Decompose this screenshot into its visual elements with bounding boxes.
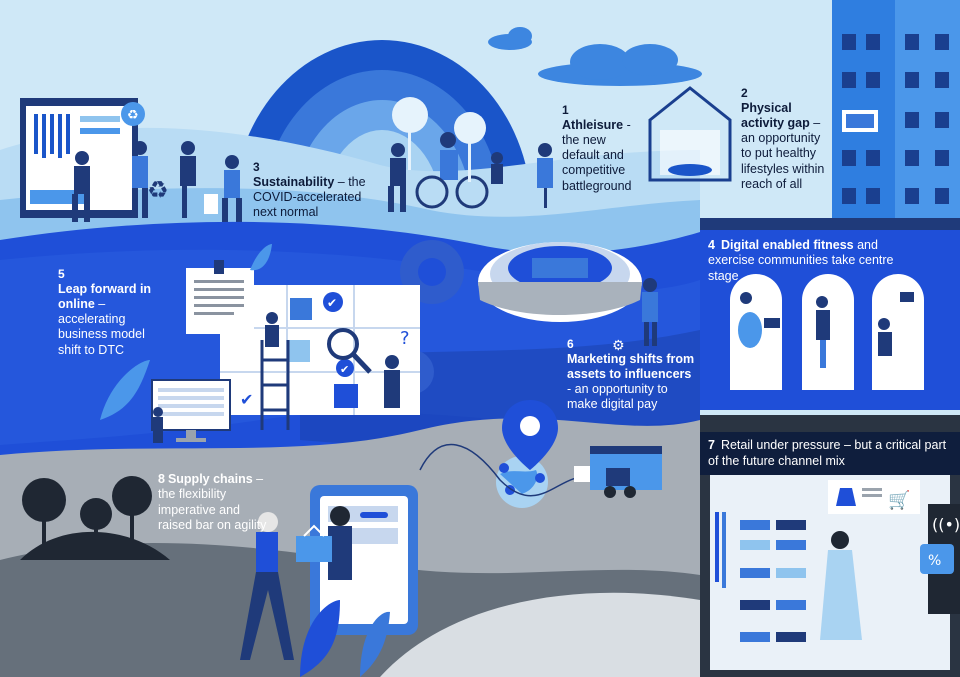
- caption-5: 5 Leap forward in online – accelerating …: [58, 267, 170, 358]
- location-pin-icon: [535, 473, 545, 483]
- caption-1: 1 Athleisure - the new default and compe…: [562, 103, 646, 194]
- desktop-monitor: [151, 379, 231, 442]
- caption-5-title: Leap forward in online: [58, 281, 152, 311]
- caption-3: 3 Sustainability – the COVID-accelerated…: [253, 160, 373, 220]
- shopper-figures: [72, 141, 242, 226]
- caption-4-text: and exercise communities take centre sta…: [708, 238, 894, 283]
- fitness-arches: [730, 274, 924, 390]
- caption-7-number: 7: [708, 438, 715, 452]
- caption-8-number: 8: [158, 472, 165, 486]
- caption-5-text: accelerating business model shift to DTC: [58, 312, 145, 357]
- caption-2: 2 Physical activity gap – an opportunity…: [741, 86, 831, 192]
- cloud-right: [538, 44, 702, 86]
- light-hill-bottom: [380, 592, 700, 677]
- caption-5-number: 5: [58, 267, 65, 281]
- caption-4-title: Digital enabled fitness: [720, 238, 854, 252]
- gear-icon: ⚙: [612, 338, 625, 354]
- stadium: [478, 242, 642, 322]
- wifi-icon: ((•)): [932, 515, 960, 534]
- house-outline: [648, 86, 732, 182]
- percent-icon: %: [928, 553, 941, 569]
- panel-4-dark-strip: [700, 218, 960, 232]
- caption-6-title: Marketing shifts from assets to influenc…: [567, 351, 695, 381]
- svg-text:♻: ♻: [127, 108, 139, 123]
- caption-6: 6 Marketing shifts from assets to influe…: [567, 337, 697, 413]
- store-shelves: [715, 512, 806, 642]
- apartment-building: [832, 0, 960, 218]
- caption-3-number: 3: [253, 160, 260, 174]
- forklift: [574, 446, 662, 498]
- caption-1-number: 1: [562, 103, 569, 117]
- caption-3-text: the COVID-accelerated next normal: [253, 174, 366, 220]
- caption-7-text: but a critical part of the future channe…: [708, 438, 947, 468]
- plant-leaf: [100, 360, 150, 420]
- clipboard-document: [186, 260, 254, 334]
- caption-1-title: Athleisure: [562, 117, 624, 132]
- svg-text:✔: ✔: [340, 363, 349, 376]
- trees-light: [392, 97, 486, 182]
- caption-4-number: 4: [708, 238, 715, 252]
- location-pin-icon: [499, 463, 509, 473]
- ladder-worker: [260, 340, 290, 430]
- svg-text:✔: ✔: [327, 296, 337, 310]
- checkmark-icon: ✔: [240, 390, 253, 409]
- route-line: [419, 443, 591, 497]
- caption-1-text: the new default and competitive battlegr…: [562, 132, 632, 193]
- caption-6-text: - an opportunity to make digital pay: [567, 382, 668, 412]
- foreground-plants: [300, 600, 390, 677]
- recycle-icon: ♻: [147, 176, 169, 204]
- shopping-cart-icon: 🛒: [888, 489, 910, 511]
- caption-7-title: Retail under pressure: [720, 438, 841, 452]
- caption-8-title: Supply chains: [167, 472, 253, 486]
- cloud-left: [488, 27, 532, 50]
- caption-2-text: an opportunity to put healthy lifestyles…: [741, 131, 825, 191]
- caption-2-title: Physical activity gap: [741, 100, 810, 130]
- caption-2-number: 2: [741, 86, 748, 100]
- delivery-people: [240, 506, 352, 660]
- caption-4: 4 Digital enabled fitness and exercise co…: [708, 238, 908, 284]
- recycle-icon: [121, 102, 145, 126]
- magnifier-icon: [327, 328, 359, 360]
- question-icon: ?: [400, 328, 410, 349]
- checkmark-icon: [323, 292, 343, 312]
- dark-trees: [20, 476, 170, 560]
- caption-6-number: 6: [567, 337, 574, 351]
- checkmark-icon: [336, 359, 354, 377]
- caption-8-text: the flexibility imperative and raised ba…: [158, 487, 267, 532]
- walker-cyclist-figures: [388, 132, 553, 212]
- caption-3-title: Sustainability: [253, 174, 335, 189]
